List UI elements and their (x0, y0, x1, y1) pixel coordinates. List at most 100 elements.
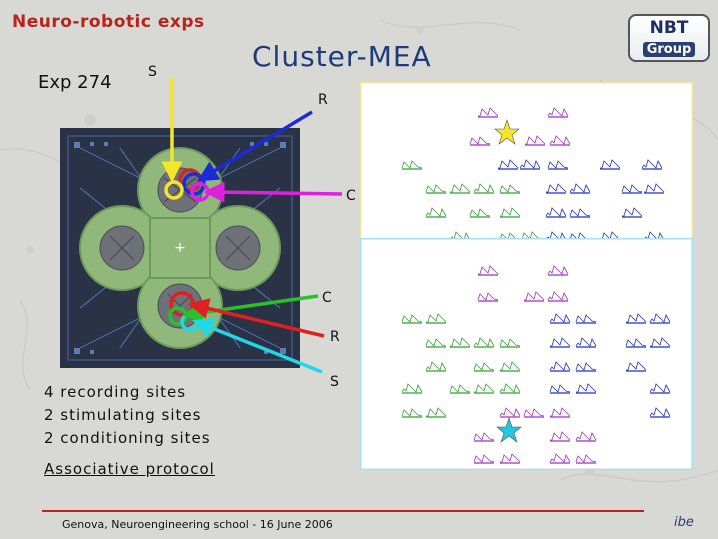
trace-glyph (426, 313, 447, 323)
trace-glyph (473, 337, 495, 347)
trace-grid-top (401, 107, 665, 242)
trace-glyph (644, 183, 665, 193)
trace-glyph (425, 184, 447, 193)
trace-glyph (473, 432, 495, 441)
label-r-top: R (318, 92, 328, 108)
footer-text: Genova, Neuroengineering school - 16 Jun… (62, 518, 333, 531)
trace-glyph (477, 292, 499, 301)
trace-glyph (425, 361, 447, 371)
label-c-top: C (346, 188, 356, 204)
trace-glyph (649, 313, 671, 323)
bottom-ring-group (168, 291, 200, 332)
stimulating-sites-text: 2 stimulating sites (44, 406, 202, 424)
trace-glyph (547, 291, 569, 301)
trace-glyph (473, 362, 495, 371)
conditioning-sites-text: 2 conditioning sites (44, 429, 211, 447)
trace-glyph (641, 159, 663, 169)
arrow-magenta (203, 181, 343, 203)
trace-glyph (426, 407, 447, 417)
trace-glyph (600, 159, 621, 169)
trace-glyph (525, 135, 546, 145)
recording-sites-text: 4 recording sites (44, 383, 187, 401)
trace-glyph (500, 453, 521, 463)
trace-glyph (575, 337, 597, 347)
arrow-green (181, 294, 319, 323)
trace-glyph (401, 383, 423, 393)
trace-glyph (575, 431, 597, 441)
trace-glyph (547, 160, 569, 169)
trace-glyph (498, 159, 519, 169)
trace-glyph (626, 361, 647, 371)
trace-glyph (450, 183, 471, 193)
trace-glyph (523, 408, 545, 417)
trace-glyph (473, 454, 495, 463)
trace-glyph (575, 362, 597, 371)
section-title: Neuro-robotic exps (12, 12, 205, 32)
trace-glyph (549, 313, 571, 323)
trace-glyph (649, 383, 671, 393)
trace-grid-bottom (401, 265, 671, 464)
arrow-red (187, 298, 325, 338)
star-yellow (494, 119, 520, 145)
trace-glyph (550, 431, 571, 441)
trace-glyph (499, 338, 521, 347)
recording-panel-bottom (360, 238, 693, 470)
arrow-blue (197, 110, 313, 182)
trace-glyph (547, 107, 569, 117)
trace-glyph (478, 107, 499, 117)
trace-glyph (625, 338, 647, 347)
trace-glyph (401, 160, 423, 169)
trace-glyph (478, 265, 499, 275)
trace-glyph (547, 265, 569, 275)
trace-glyph (626, 313, 647, 323)
trace-glyph (575, 314, 597, 323)
experiment-label: Exp 274 (38, 72, 112, 93)
trace-glyph (549, 135, 571, 145)
arrow-cyan (192, 318, 323, 374)
trace-glyph (549, 361, 571, 371)
trace-glyph (545, 207, 567, 217)
trace-glyph (473, 183, 495, 193)
trace-glyph (474, 383, 495, 393)
trace-glyph (469, 136, 491, 145)
trace-glyph (500, 361, 521, 371)
label-c-bottom: C (322, 290, 332, 306)
trace-glyph (500, 207, 521, 217)
logo-top-text: NBT (649, 18, 689, 38)
trace-glyph (576, 383, 597, 393)
trace-glyph (575, 454, 597, 463)
label-s-bottom: S (330, 374, 339, 390)
trace-glyph (524, 291, 545, 301)
trace-glyph (549, 453, 571, 463)
trace-glyph (650, 337, 671, 347)
trace-glyph (499, 407, 521, 417)
trace-glyph (401, 408, 423, 417)
trace-glyph (549, 384, 571, 393)
associative-protocol-text: Associative protocol (44, 460, 215, 478)
trace-glyph (546, 183, 567, 193)
logo-bottom-text: Group (642, 42, 696, 57)
label-r-bottom: R (330, 329, 340, 345)
trace-glyph (550, 337, 571, 347)
trace-glyph (469, 208, 491, 217)
trace-glyph (450, 337, 471, 347)
label-s-top: S (148, 64, 157, 80)
trace-glyph (425, 207, 447, 217)
trace-glyph (569, 208, 591, 217)
trace-glyph (622, 207, 643, 217)
trace-glyph (499, 184, 521, 193)
trace-glyph (550, 407, 571, 417)
footer-divider (42, 510, 644, 512)
trace-glyph (499, 383, 521, 393)
trace-glyph (449, 384, 471, 393)
institution-logo: ibe (674, 515, 694, 530)
trace-glyph (621, 184, 643, 193)
page-title: Cluster-MEA (252, 40, 432, 73)
star-cyan (496, 417, 522, 443)
trace-glyph (649, 407, 671, 417)
trace-glyph (519, 159, 541, 169)
recording-panel-top (360, 82, 693, 246)
trace-glyph (401, 314, 423, 323)
trace-glyph (425, 338, 447, 347)
